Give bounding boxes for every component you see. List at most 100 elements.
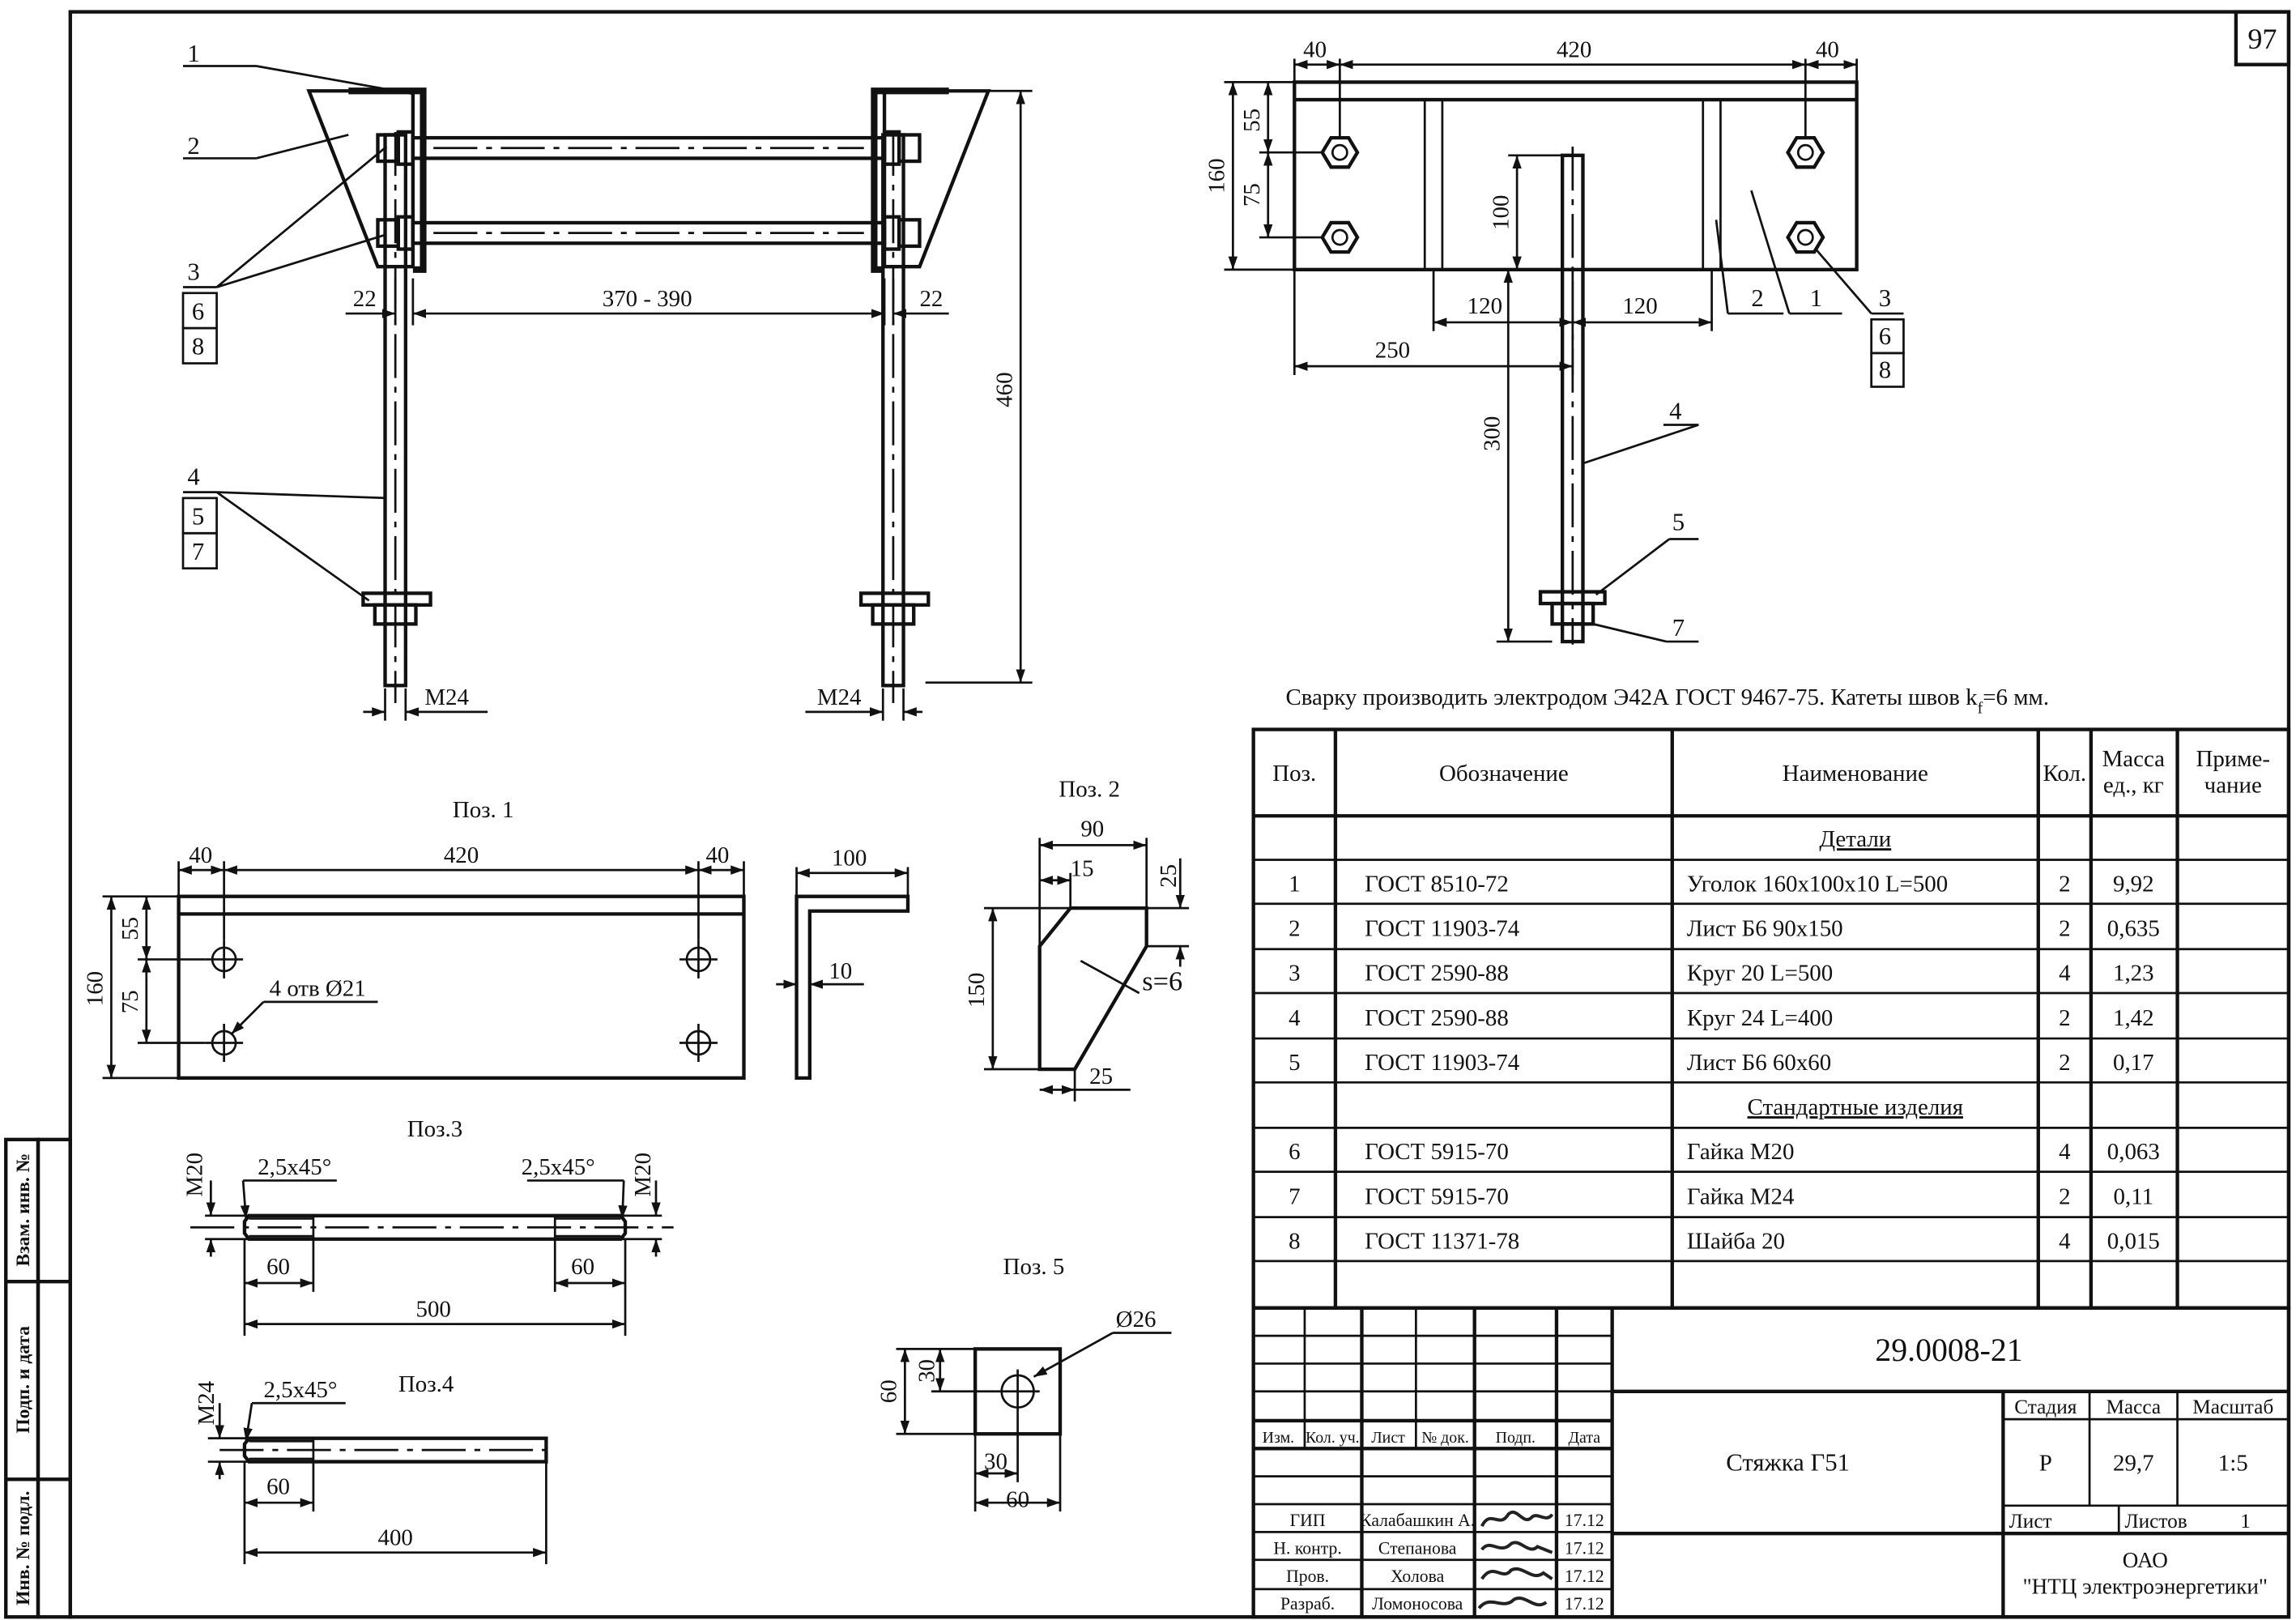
pos2-dim-150: 150: [964, 973, 990, 1008]
top-nut-1: [1320, 135, 1360, 169]
pos2-dim-25-bottom: 25: [1089, 1064, 1113, 1089]
spec-cell-pos: 5: [1289, 1050, 1300, 1076]
side-stamp-inventory: Инв. № подл.: [13, 1491, 34, 1605]
welding-note-sub: f: [1978, 700, 1983, 718]
person-role-razrab: Разраб.: [1280, 1594, 1335, 1614]
pos5-dim-30-bottom: 30: [984, 1449, 1007, 1475]
front-angle-right: [871, 87, 949, 273]
top-dim-420: 420: [1557, 37, 1591, 63]
spec-cell-name: Лист Б6 90х150: [1687, 915, 1843, 941]
spec-section-title: Детали: [1819, 826, 1891, 852]
spec-header-name: Наименование: [1783, 761, 1928, 787]
pos1-dim-100: 100: [832, 846, 867, 872]
front-angle-left: [348, 87, 427, 273]
pos4-dim-60: 60: [266, 1473, 290, 1499]
spec-cell-doc: ГОСТ 5915-70: [1365, 1139, 1509, 1165]
pos2-dim-90: 90: [1080, 816, 1104, 842]
spec-cell-qty: 4: [2059, 1139, 2070, 1165]
spec-cell-mass: 9,92: [2113, 871, 2154, 897]
spec-cell-mass: 0,17: [2113, 1050, 2154, 1076]
pos3-dim-500: 500: [415, 1297, 450, 1323]
top-callout-3: 3: [1879, 284, 1891, 312]
top-callout-7: 7: [1672, 614, 1685, 642]
pos4-title: Поз.4: [398, 1371, 454, 1397]
spec-cell-pos: 3: [1289, 961, 1300, 987]
sheet-label: Лист: [2009, 1510, 2052, 1533]
rev-header-doc: № док.: [1421, 1429, 1469, 1447]
front-dim-span: 370 - 390: [603, 286, 692, 312]
front-callout-4: 4: [187, 463, 199, 491]
top-dim-100: 100: [1488, 195, 1514, 230]
pos1-dim-75: 75: [117, 990, 143, 1013]
pos4-chamfer: 2,5x45°: [263, 1377, 337, 1403]
pos3-thread-left: M20: [182, 1153, 208, 1197]
pos5-detail: Поз. 5 Ø26 60 30 30 60: [876, 1254, 1172, 1513]
rev-header-kol: Кол. уч.: [1306, 1429, 1360, 1447]
pos1-detail: Поз. 1 40 420 40 160 55 75 4 отв Ø21: [83, 797, 910, 1081]
person-role-prov: Пров.: [1286, 1567, 1329, 1586]
spec-cell-qty: 2: [2059, 915, 2070, 941]
pos1-dim-55: 55: [117, 917, 143, 940]
front-view: 1 2 3 6 8 4 5 7 22 370 - 390 22 460: [181, 40, 1033, 721]
pos1-dim-10: 10: [829, 958, 852, 984]
pos3-dim-60-right: 60: [571, 1254, 594, 1280]
doc-code: 29.0008-21: [1875, 1332, 2022, 1368]
side-stamp-exchange: Взам. инв. №: [13, 1153, 34, 1267]
spec-cell-name: Гайка М24: [1687, 1183, 1795, 1209]
person-date-gip: 17.12: [1565, 1511, 1604, 1530]
spec-cell-qty: 2: [2059, 1050, 2070, 1076]
person-name-prov: Холова: [1391, 1567, 1444, 1586]
spec-cell-pos: 1: [1289, 871, 1300, 897]
pos5-dim-60-left: 60: [876, 1379, 902, 1403]
pos3-dim-60-left: 60: [266, 1254, 290, 1280]
rev-header-list: Лист: [1371, 1429, 1405, 1447]
top-dim-300: 300: [1479, 416, 1505, 451]
top-dim-160: 160: [1204, 158, 1230, 193]
top-view: 40 420 40 160 55 75 100 120 120 250 300 …: [1204, 37, 1905, 645]
top-callout-5: 5: [1672, 509, 1685, 536]
spec-cell-doc: ГОСТ 2590-88: [1365, 961, 1509, 987]
org-line-2: "НТЦ электроэнергетики": [2023, 1574, 2268, 1598]
welding-note-tail: =6 мм.: [1983, 684, 2049, 710]
pos1-dim-420: 420: [444, 842, 479, 868]
pos5-title: Поз. 5: [1003, 1254, 1065, 1280]
pos1-holes-note: 4 отв Ø21: [270, 976, 366, 1002]
top-callout-4: 4: [1669, 397, 1681, 424]
org-line-1: ОАО: [2123, 1548, 2168, 1572]
person-date-razrab: 17.12: [1565, 1594, 1604, 1614]
top-angle-plate: [1293, 80, 1859, 272]
top-callout-8: 8: [1879, 356, 1891, 384]
pos2-title: Поз. 2: [1059, 777, 1120, 803]
spec-header-pos: Поз.: [1272, 761, 1316, 787]
spec-cell-pos: 7: [1289, 1183, 1300, 1209]
person-date-prov: 17.12: [1565, 1567, 1604, 1586]
spec-cell-doc: ГОСТ 11371-78: [1365, 1229, 1519, 1255]
person-name-gip: Калабашкин А.: [1360, 1511, 1475, 1530]
pos1-dim-40-right: 40: [705, 842, 729, 868]
pos2-dim-25-top: 25: [1156, 864, 1182, 888]
top-nut-2: [1320, 220, 1360, 254]
sheets-value: 1: [2240, 1510, 2251, 1533]
front-callout-6: 6: [192, 297, 204, 325]
top-dim-55: 55: [1239, 109, 1265, 132]
rev-header-izm: Изм.: [1263, 1429, 1294, 1447]
top-dim-120-b: 120: [1622, 293, 1657, 319]
sheet-number-box: [2234, 10, 2291, 66]
rev-header-sign: Подп.: [1496, 1429, 1536, 1447]
top-callout-2: 2: [1751, 284, 1763, 312]
front-callout-1: 1: [187, 40, 199, 67]
pos3-detail: Поз.3 2,5x45° 2,5x45° M20 M20 60 60 500: [182, 1116, 674, 1336]
spec-cell-doc: ГОСТ 11903-74: [1365, 915, 1519, 941]
pos1-dim-160: 160: [83, 971, 109, 1006]
pos2-dim-15: 15: [1071, 855, 1094, 881]
product-name: Стяжка Г51: [1726, 1448, 1850, 1476]
spec-cell-pos: 4: [1289, 1005, 1300, 1031]
spec-cell-doc: ГОСТ 8510-72: [1365, 871, 1509, 897]
person-role-gip: ГИП: [1290, 1511, 1326, 1530]
spec-cell-qty: 2: [2059, 1005, 2070, 1031]
spec-header-doc: Обозначение: [1439, 761, 1569, 787]
spec-table: Поз. Обозначение Наименование Кол. Масса…: [1251, 727, 2291, 1310]
spec-cell-pos: 6: [1289, 1139, 1300, 1165]
spec-cell-mass: 0,635: [2107, 915, 2160, 941]
